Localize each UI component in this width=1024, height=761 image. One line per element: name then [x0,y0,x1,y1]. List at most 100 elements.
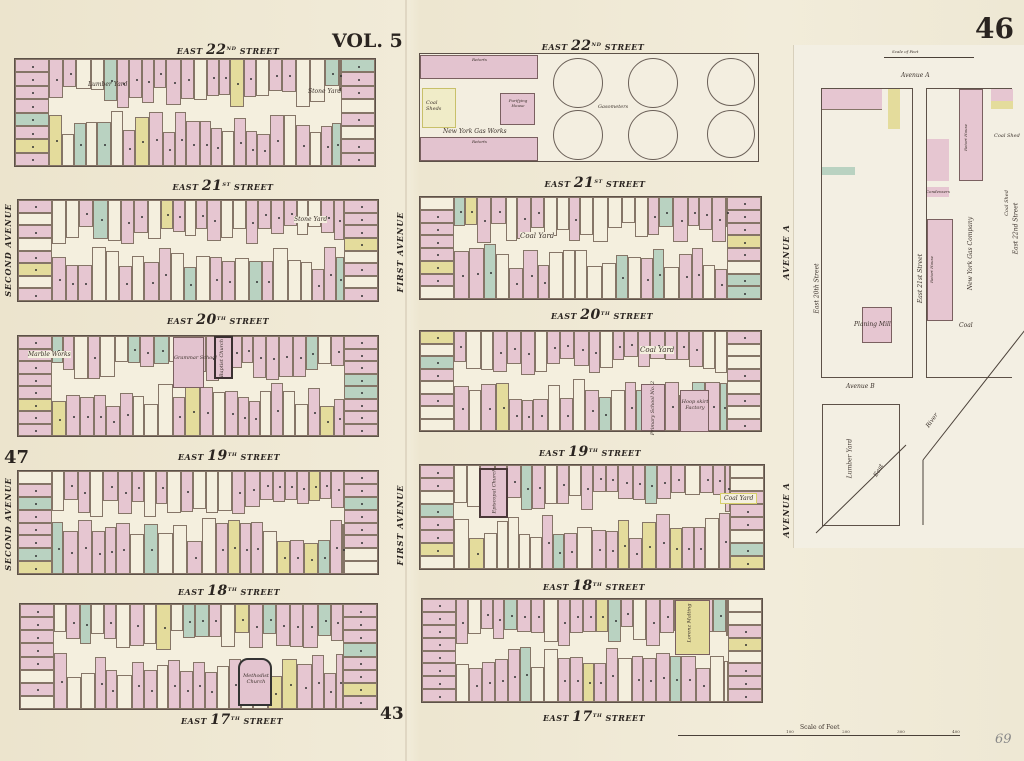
lot [656,652,670,702]
lot [344,509,378,523]
grammar-school-label: Grammar School [174,355,217,361]
lot [465,197,477,226]
lot [184,267,196,301]
lot [158,533,173,574]
lot [173,396,185,436]
lot [344,522,378,536]
lot [15,125,49,140]
lot [132,661,144,709]
lot [643,657,656,702]
purifying-house-building [500,93,535,125]
lot [719,513,730,569]
lot [18,535,52,549]
lot [727,248,761,261]
lot [104,604,116,640]
lot [320,471,331,499]
lot [606,530,618,569]
lot [116,523,130,574]
lot [648,197,659,236]
second-avenue-label-lower: SECOND AVENUE [3,477,13,571]
lot [159,247,171,301]
lot [454,331,466,362]
gasometer [553,110,603,160]
lot [456,663,469,702]
retorts-top-label: Retorts [472,57,487,62]
lot [332,122,341,166]
gas-works-label: New York Gas Works [443,128,507,135]
lot [730,556,764,569]
lot [318,540,330,574]
lot [469,389,481,431]
lot [20,656,54,670]
lot [263,604,276,635]
lot [553,534,564,569]
lot [549,251,563,299]
lot [62,133,74,166]
lot [343,617,377,631]
lot [246,200,258,244]
lot [570,657,583,702]
lot [420,543,454,556]
lot [422,599,456,612]
lot [217,666,229,709]
lot [341,99,375,113]
lot [422,689,456,702]
lot [304,543,318,574]
inset-block-gas-company [926,88,1013,378]
lot [420,418,454,431]
lot [66,200,79,239]
avenue-a-street-label: Avenue A [901,72,930,79]
retorts-top-building [420,55,538,79]
lot [642,522,656,569]
block-22nd-21st-second-first [14,58,376,167]
lot [341,112,375,126]
lot [531,667,544,702]
lot [420,222,454,236]
lot [18,361,52,374]
lot [15,139,49,153]
lot [194,59,207,101]
east-river-inset: Scale of Feet Avenue A Planing Mill East… [793,45,1024,548]
lot [74,336,88,380]
lot [484,533,497,569]
lot [180,671,193,709]
lot [15,112,49,126]
lot [727,343,761,356]
lot [108,200,121,242]
lot [285,471,297,501]
lot [258,200,271,229]
lot [564,533,577,569]
lot [106,405,120,436]
lot [18,212,52,226]
lot [79,200,93,227]
lot [420,343,454,356]
adjacent-plate-left: 47 [4,447,30,468]
lot [185,200,196,236]
lot [422,637,456,651]
lot [18,263,52,276]
lot [130,534,144,574]
lot [670,527,682,569]
lot [128,336,140,363]
lot [161,200,173,229]
gasometer [707,110,755,158]
lot [673,197,688,243]
lot [606,647,618,702]
lot [665,381,679,431]
lot [703,265,715,299]
lot [344,336,378,349]
lot [52,336,63,364]
lot [269,59,282,92]
lot [560,331,574,360]
retorts-bottom-building [420,137,538,161]
lot [727,260,761,274]
lot [508,649,520,702]
lot [271,383,283,436]
lot [310,59,325,103]
coal-yard-label: Coal Yard [520,232,555,240]
lot [283,390,295,436]
lot [641,258,653,299]
coal-shed-label: Coal Shed [994,133,1020,139]
lot [95,657,106,709]
lot [569,465,581,496]
